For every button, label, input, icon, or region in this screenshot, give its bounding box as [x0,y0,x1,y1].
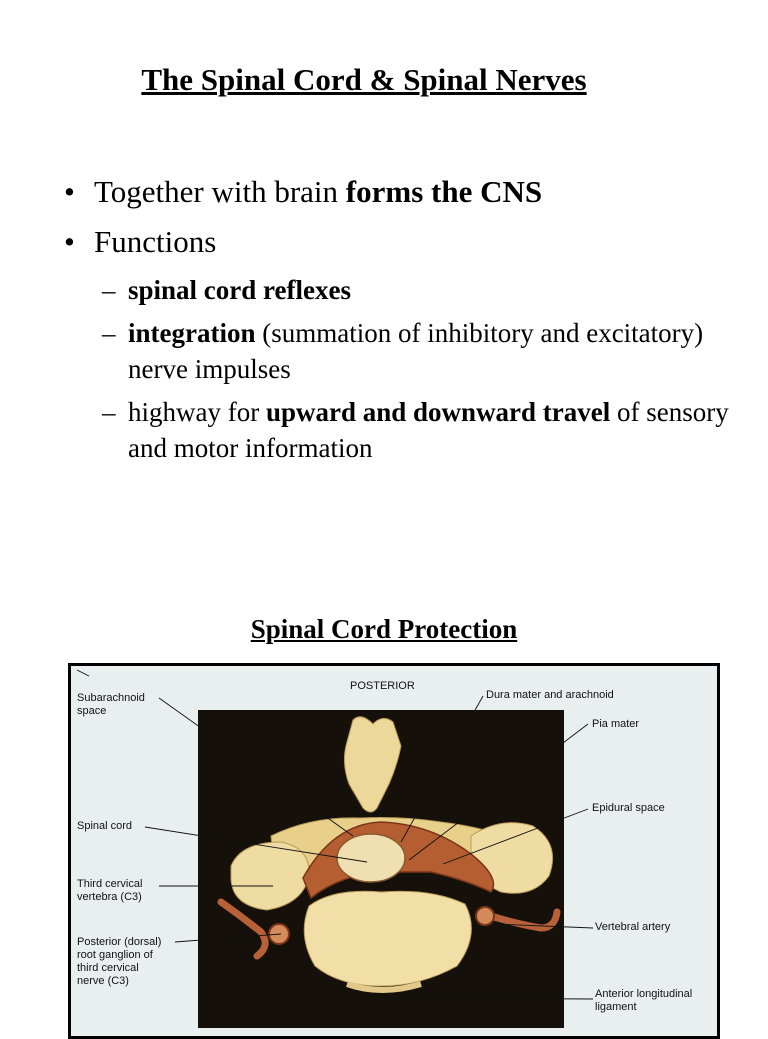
anterior-ligament-label: Anterior longitudinal ligament [595,988,693,1013]
bullet-item: • Together with brain forms the CNS [64,172,754,212]
spinal-cord-figure: POSTERIOR Subarachnoid space Dura mater … [68,663,720,1039]
bullet-glyph: • [64,174,75,209]
corner-tick [76,669,90,677]
bullet-glyph: • [64,224,75,259]
leader-lines [76,669,594,1000]
dura-mater-label: Dura mater and arachnoid [486,689,614,701]
sub-bullet-text-part: of sensory and motor information [128,397,729,463]
leader-line-epidural [442,808,589,865]
pia-mater-label: Pia mater [592,718,640,730]
dash-glyph: – [102,275,116,305]
dash-glyph: – [102,397,116,427]
sub-bullet-text-part: (summation of inhibitory and excitatory)… [128,318,704,384]
left-spinal-nerve [217,898,269,960]
figure-heading: Spinal Cord Protection [250,614,518,644]
bullet-item: • Functions [64,222,754,262]
sub-bullet-text-bold: upward and downward travel [265,397,611,427]
sub-bullet-item: – highway for upward and downward travel… [64,394,754,466]
leader-line-spinal-cord [144,826,368,863]
spinal-cord-cross-section [336,833,406,883]
right-spinal-nerve [487,908,561,932]
left-transverse-process [230,841,310,911]
leader-line-dura [400,695,484,843]
sub-bullet-text-part: highway for [128,397,266,427]
leader-line-ganglion [174,933,282,943]
sub-bullet-text-bold: spinal cord reflexes [128,275,351,305]
leader-line-subarachnoid [158,697,354,837]
subarachnoid-space-label: Subarachnoid space [77,692,145,717]
leader-line-anterior-ligament [388,997,594,1000]
posterior-label: POSTERIOR [350,680,415,692]
leader-line-pia [408,723,589,861]
sub-bullet-text-bold: integration [128,318,256,348]
sub-bullet-item: – spinal cord reflexes [64,272,754,308]
third-cervical-vertebra-label: Third cervical vertebra (C3) [77,878,143,903]
dash-glyph: – [102,318,116,348]
root-ganglion-label: Posterior (dorsal) root ganglion of thir… [77,936,162,987]
sub-bullet-item: – integration (summation of inhibitory a… [64,315,754,387]
vertebral-body [303,890,472,987]
vertebral-artery-label: Vertebral artery [595,921,671,933]
bullet-text-part: Together with brain [94,174,346,209]
bullet-list: • Together with brain forms the CNS • Fu… [64,172,754,473]
slide-title: The Spinal Cord & Spinal Nerves [141,62,587,97]
spinal-cord-label: Spinal cord [77,820,133,832]
right-vertebral-artery [475,906,495,926]
leader-line-vertebral-artery [494,923,594,929]
anterior-ligament [346,981,422,993]
bullet-text-part: Functions [94,224,217,259]
anatomy-illustration [76,669,594,1000]
epidural-space-label: Epidural space [592,802,665,814]
bullet-text-bold: forms the CNS [345,174,543,209]
spinous-process [343,716,402,813]
